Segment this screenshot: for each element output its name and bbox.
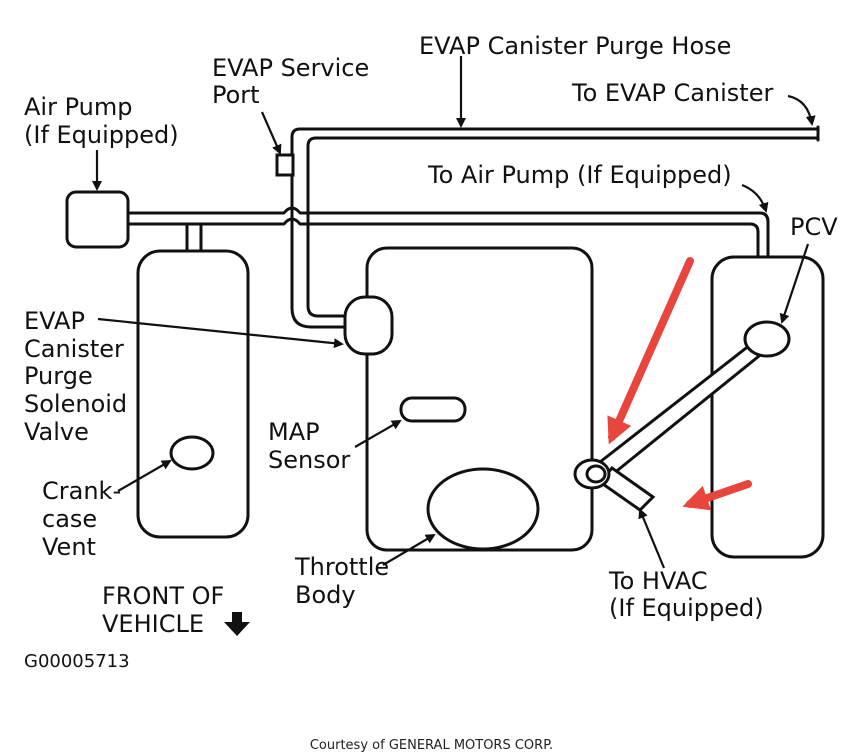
air-pump-line [126,206,770,260]
label-solenoid-3: Purge [24,362,93,390]
label-solenoid-5: Valve [24,418,89,446]
leader-pcv [779,243,810,324]
label-crankcase-2: case [42,505,97,533]
credit-line: Courtesy of GENERAL MOTORS CORP. [309,738,554,753]
label-throttle-1: Throttle [294,553,389,581]
leader-solenoid [97,317,344,349]
leader-canister [787,94,816,126]
map-sensor [399,396,467,423]
label-service-port-2: Port [212,81,260,109]
label-solenoid-2: Canister [24,335,124,363]
label-pcv: PCV [790,213,838,241]
right-cylinder-rail [710,255,825,559]
air-pump-line-inner [126,217,760,260]
label-map-2: Sensor [268,446,350,474]
leader-throttle [382,533,436,566]
label-to-air-pump: To Air Pump (If Equipped) [427,161,732,189]
label-air-pump-1: Air Pump [24,93,132,121]
label-hvac-2: (If Equipped) [609,594,764,622]
red-arrow-long [607,257,694,445]
front-down-arrow-icon [224,612,250,636]
crankcase-vent [169,435,215,471]
service-port [275,153,295,177]
figure-code: G00005713 [24,651,130,672]
red-arrow-short [682,480,752,511]
label-solenoid-1: EVAP [24,307,85,335]
label-map-1: MAP [268,418,320,446]
label-front-2: VEHICLE [102,610,204,638]
label-air-pump-2: (If Equipped) [24,121,179,149]
leader-map [354,419,402,448]
purge-hose [290,127,820,329]
label-crankcase-3: Vent [42,533,96,561]
label-front-1: FRONT OF [102,582,224,610]
leader-service-port [260,111,282,155]
evap-purge-solenoid [343,295,394,356]
label-purge-hose: EVAP Canister Purge Hose [419,32,731,60]
purge-hose-inner [306,136,820,318]
label-to-canister: To EVAP Canister [571,79,773,107]
air-pump-box [65,190,130,249]
leader-crankcase [117,460,172,492]
leader-to-air-pump [741,183,769,213]
label-crankcase-1: Crank- [42,477,121,505]
hose-fitting-inner [585,464,607,484]
leader-hvac [638,508,666,569]
left-cylinder-rail [136,249,250,539]
label-solenoid-4: Solenoid [24,390,127,418]
label-hvac-1: To HVAC [608,567,708,595]
throttle-body [426,467,540,551]
label-service-port-1: EVAP Service [212,54,369,82]
label-throttle-2: Body [295,581,356,609]
pcv-valve [743,320,791,358]
